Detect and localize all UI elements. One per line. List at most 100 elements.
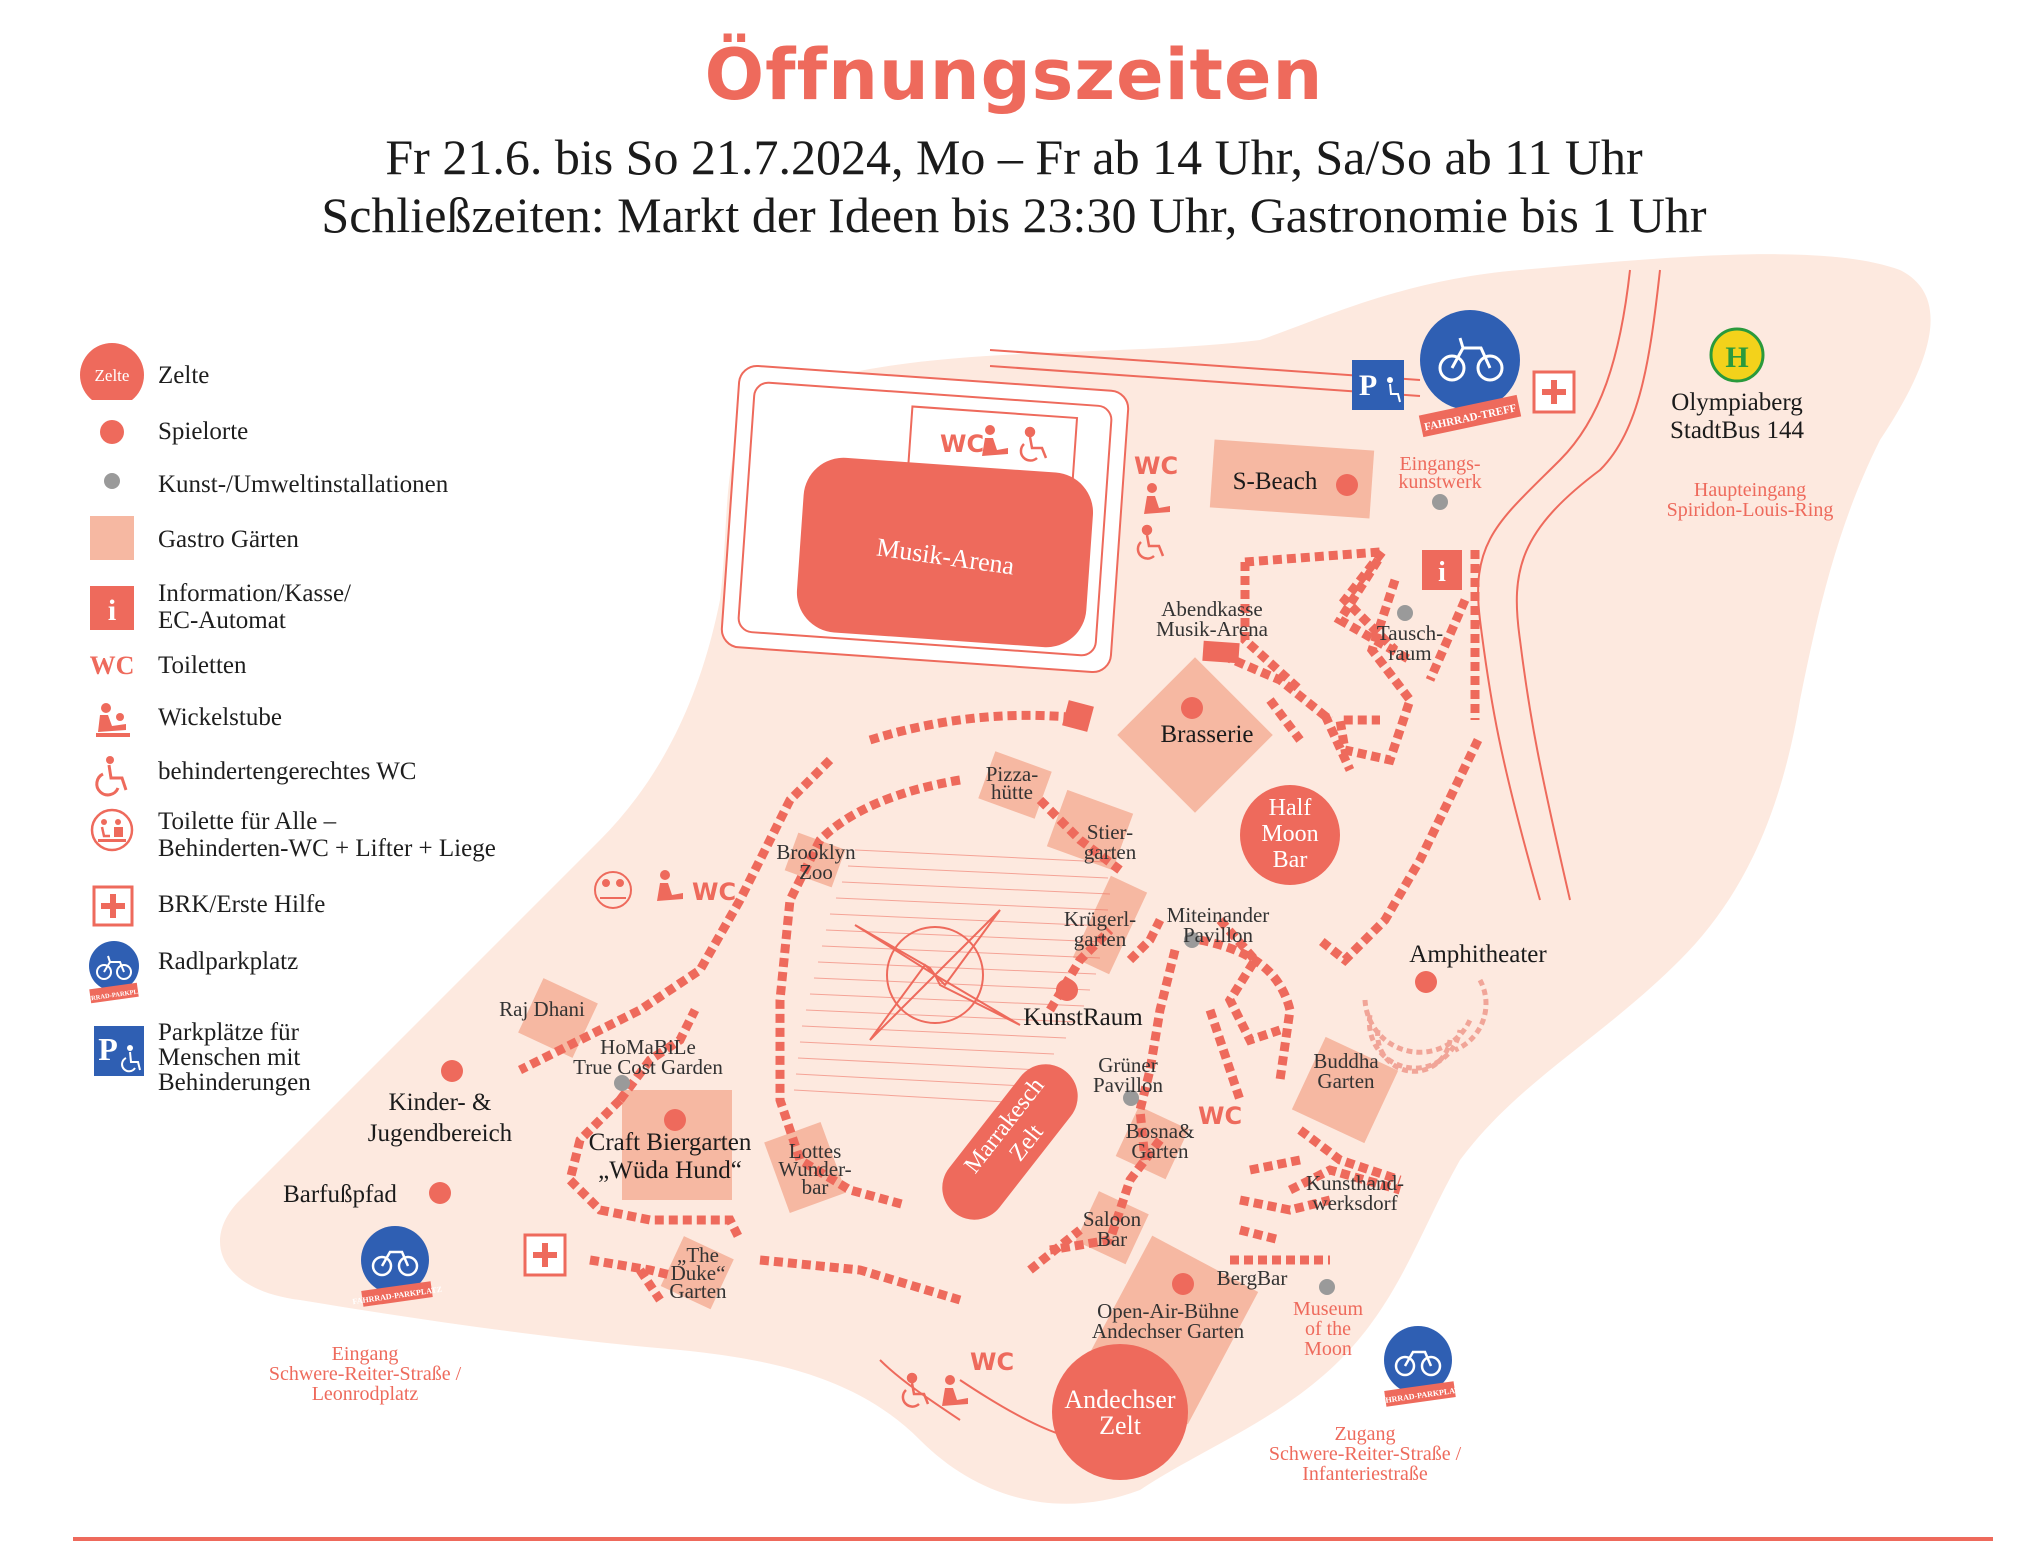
legend-label: Zelte	[158, 362, 210, 389]
label-kinder: Kinder- &Jugendbereich	[368, 1089, 513, 1147]
svg-text:P: P	[98, 1031, 118, 1067]
svg-text:H: H	[1725, 341, 1748, 374]
label-kruegerl: Krügerl-garten	[1064, 907, 1136, 951]
svg-text:P: P	[1359, 369, 1377, 402]
legend-label: Radlparkplatz	[158, 948, 299, 975]
spielort-dot-kunstraum	[1056, 979, 1078, 1001]
first-aid-icon	[92, 885, 134, 927]
art-dot-museum	[1319, 1279, 1335, 1295]
label-kunstraum: KunstRaum	[1023, 1004, 1143, 1031]
tent-label: MarrakeschZelt	[959, 1073, 1071, 1196]
wc-icon: WC	[1198, 1102, 1242, 1130]
garden-stier	[1046, 789, 1134, 871]
toilet-for-all-icon	[90, 808, 134, 852]
spielort-dot-bergbar	[1172, 1273, 1194, 1295]
abendkasse-marker	[1202, 640, 1240, 664]
label-tauschraum: Tausch-raum	[1377, 621, 1443, 665]
bike-parking-icon: FAHRRAD-PARKPLATZ	[1375, 1326, 1466, 1407]
wheelchair-icon	[95, 756, 128, 797]
tent-circle-icon: Zelte	[80, 343, 144, 400]
tent-circle-label: Zelte	[95, 366, 130, 385]
baby-changing-icon	[96, 703, 130, 737]
wc-icon: WC	[90, 651, 135, 680]
spielort-dot-amphitheater	[1415, 971, 1437, 993]
label-barfuss: Barfußpfad	[283, 1181, 397, 1208]
art-dot-tauschraum	[1397, 605, 1413, 621]
svg-text:FAHRRAD-PARKPLATZ: FAHRRAD-PARKPLATZ	[1375, 1385, 1466, 1406]
bike-parking-icon: FAHRRAD-PARKPLATZ	[352, 1226, 443, 1307]
disabled-parking-icon: P	[1352, 360, 1404, 410]
kasse-marker	[1062, 700, 1094, 732]
closing-times: Schließzeiten: Markt der Ideen bis 23:30…	[321, 187, 1707, 243]
legend-label: Spielorte	[158, 418, 249, 445]
garden-open-air	[1081, 1235, 1259, 1425]
spielort-dot-s-beach	[1336, 474, 1358, 496]
tent-label: Musik-Arena	[875, 533, 1017, 581]
spielort-dot-barfuss	[429, 1182, 451, 1204]
wc-icon: WC	[1134, 452, 1178, 480]
garden-buddha	[1291, 1036, 1399, 1144]
art-dot-miteinander	[1184, 932, 1200, 948]
art-dot-entrance	[1432, 494, 1448, 510]
label-s-beach: S-Beach	[1233, 468, 1318, 495]
garden-s-beach	[1209, 439, 1375, 519]
first-aid-icon	[1532, 370, 1576, 414]
wc-icon: WC	[692, 878, 736, 906]
wc-icon: WC	[940, 430, 984, 458]
baby-changing-icon	[657, 425, 1170, 1406]
label-kunsthand: Kunsthand-werksdorf	[1306, 1171, 1404, 1215]
garden-pizza	[978, 751, 1052, 819]
garden-kruegerl	[1072, 875, 1148, 975]
wheelchair-icon	[901, 426, 1165, 1408]
legend-label: Information/Kasse/ EC-Automat	[158, 580, 352, 634]
svg-text:FAHRRAD-TREFF: FAHRRAD-TREFF	[1423, 402, 1518, 433]
gray-dot-icon	[104, 473, 120, 489]
garden-craft	[622, 1090, 732, 1200]
legend-label: Gastro Gärten	[158, 526, 299, 553]
label-bergbar: BergBar	[1217, 1266, 1288, 1290]
disabled-parking-icon: P	[94, 1026, 144, 1076]
label-pizza: Pizza-hütte	[986, 762, 1038, 804]
tent-musik-arena: Musik-Arena	[796, 457, 1094, 648]
label-amphitheater: Amphitheater	[1409, 941, 1547, 968]
legend-label: behindertengerechtes WC	[158, 758, 417, 785]
label-craft: Craft Biergarten„Wüda Hund“	[589, 1129, 752, 1184]
compass-icon	[854, 909, 1021, 1041]
amphitheatre-seating	[1362, 978, 1489, 1074]
spielort-dot-craft	[664, 1109, 686, 1131]
label-stier: Stier-garten	[1084, 820, 1137, 864]
red-dot-icon	[100, 420, 124, 444]
opening-dates: Fr 21.6. bis So 21.7.2024, Mo – Fr ab 14…	[385, 129, 1643, 185]
first-aid-icon	[523, 1233, 567, 1277]
bus-stop-icon: H	[1709, 327, 1765, 383]
label-eingangskunstwerk: Eingangs-kunstwerk	[1398, 453, 1481, 493]
wc-icon: WC	[970, 1348, 1014, 1376]
garden-bosna	[1115, 1106, 1189, 1180]
toilet-for-all-icon	[594, 871, 632, 909]
garden-lottes	[764, 1121, 847, 1213]
legend-label: Wickelstube	[158, 704, 282, 731]
label-bosna: Bosna&Garten	[1126, 1119, 1195, 1163]
hatched-area	[793, 849, 1111, 1103]
svg-text:i: i	[1438, 557, 1446, 588]
info-icon: i	[90, 586, 134, 630]
legend-label: Parkplätze für Menschen mit Behinderunge…	[158, 1019, 311, 1096]
garden-brasserie	[1117, 657, 1273, 813]
garden-brooklyn	[784, 832, 846, 888]
walkways	[517, 547, 1483, 1305]
tent-marrakesch: MarrakeschZelt	[942, 1064, 1078, 1220]
page-title: Öffnungszeiten	[704, 34, 1324, 116]
